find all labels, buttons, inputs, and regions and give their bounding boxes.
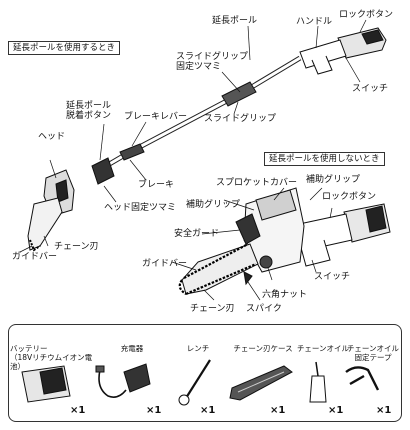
label-slide-grip: スライドグリップ [204, 114, 277, 124]
wrench-icon [178, 359, 211, 406]
label-hex-nut: 六角ナット [262, 290, 308, 300]
safety-guard [235, 213, 261, 245]
charger-icon [95, 363, 151, 398]
accessory-qty-oil: ×1 [328, 405, 344, 416]
handle-grip-upper [299, 39, 347, 75]
rear-handle [289, 213, 353, 267]
battery-pack-lower [343, 203, 391, 243]
label-extension-pole: 延長ポール [212, 16, 258, 26]
handheld-saw-illustration [178, 187, 391, 296]
label-head: ヘッド [38, 132, 66, 142]
label-guide-bar-upper: ガイドバー [12, 252, 58, 262]
leader-lines [19, 19, 367, 301]
label-brake-lever: ブレーキレバー [124, 112, 188, 122]
motor-body [243, 187, 305, 273]
accessory-name-oil: チェーンオイル [296, 344, 350, 353]
accessory-qty-tape: ×1 [376, 405, 392, 416]
accessories-box [8, 324, 402, 422]
label-head-lock-knob: ヘッド固定ツマミ [104, 203, 177, 213]
accessory-name-battery: バッテリー （18Vリチウムイオン電池） [10, 344, 93, 371]
label-pole-release-button: 延長ポール 脱着ボタン [66, 101, 112, 121]
accessory-qty-chain-case: ×1 [270, 405, 286, 416]
accessory-name-wrench: レンチ [186, 344, 210, 353]
label-spike: スパイク [246, 304, 282, 314]
label-chain-blade-lower: チェーン刃 [190, 304, 235, 314]
pole-release-shape [91, 157, 115, 185]
accessory-name-charger: 充電器 [120, 344, 144, 353]
accessory-icons [21, 359, 380, 406]
pole-saw-illustration [27, 27, 387, 252]
accessory-name-chain-case: チェーン刃ケース [233, 344, 293, 353]
oil-bottle-icon [309, 361, 327, 403]
label-slide-grip-lock-knob: スライドグリップ 固定ツマミ [176, 52, 249, 72]
brake-lever-shape [119, 143, 145, 161]
accessory-qty-charger: ×1 [146, 405, 162, 416]
section-without-pole-title: 延長ポールを使用しないとき [264, 152, 385, 166]
label-sprocket-cover: スプロケットカバー [216, 178, 298, 188]
label-brake: ブレーキ [138, 180, 175, 190]
label-switch-lower: スイッチ [314, 272, 351, 282]
spike [243, 271, 253, 286]
accessory-name-tape: チェーンオイル 固定テープ [346, 344, 400, 362]
slide-grip [221, 81, 257, 107]
battery-pack-upper [337, 27, 387, 59]
battery-icon [21, 365, 71, 403]
label-aux-grip-top: 補助グリップ [306, 175, 361, 185]
tape-icon [345, 366, 380, 391]
label-chain-blade-upper: チェーン刃 [54, 242, 99, 252]
accessory-qty-wrench: ×1 [200, 405, 216, 416]
accessory-qty-battery: ×1 [70, 405, 86, 416]
chain-case-icon [229, 365, 293, 401]
section-with-pole-title: 延長ポールを使用するとき [8, 41, 121, 55]
label-safety-guard: 安全ガード [174, 229, 220, 239]
label-lock-button-lower: ロックボタン [322, 192, 377, 202]
label-aux-grip-left: 補助グリップ [186, 200, 241, 210]
label-switch-upper: スイッチ [352, 84, 389, 94]
label-handle: ハンドル [296, 17, 333, 27]
label-lock-button-upper: ロックボタン [339, 10, 394, 20]
label-guide-bar-lower: ガイドバー [142, 259, 188, 269]
